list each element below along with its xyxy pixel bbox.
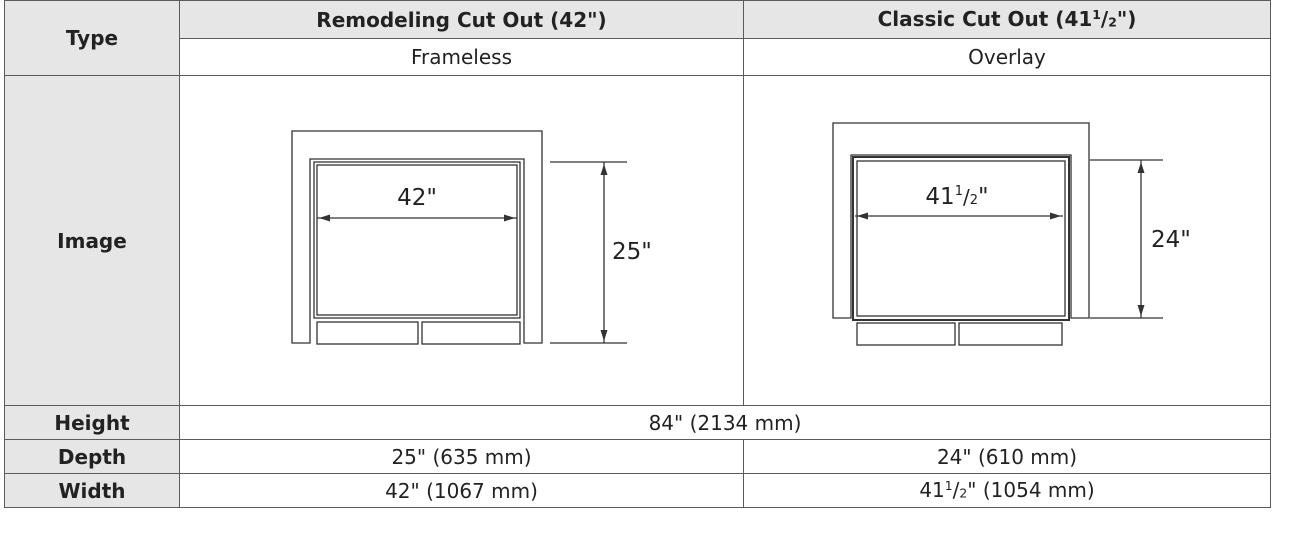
classic-header-fraction: 1/2 (1092, 7, 1117, 32)
classic-cutout-diagram: 411/2" 24" (832, 121, 1191, 346)
fraction-slash: / (963, 185, 970, 209)
type-label: Type (4, 0, 180, 76)
fraction-denominator: 2 (959, 486, 968, 502)
classic-width-whole: 41 (919, 478, 945, 503)
remodeling-header: Remodeling Cut Out (42") (179, 0, 744, 39)
classic-width-fraction: 1/2 (944, 478, 968, 503)
remodeling-depth: 25" (635 mm) (179, 439, 744, 474)
remodeling-header-text: Remodeling Cut Out (42 (316, 7, 588, 32)
remodeling-cutout-diagram: 42" 25" (290, 129, 652, 345)
width-arrow-left (857, 212, 868, 219)
width-label-suffix: " (978, 184, 989, 210)
depth-label: Depth (4, 439, 180, 474)
bottom-drawer-right (420, 320, 521, 345)
bottom-drawer-right (958, 321, 1063, 346)
height-arrow-bottom (1137, 304, 1145, 316)
width-arrow-left (318, 214, 330, 221)
outer-cabinet-frame (832, 121, 1090, 319)
cutout-inner-outline (315, 163, 518, 316)
height-arrow-top (1137, 161, 1145, 173)
classic-header: Classic Cut Out (411/2") (743, 0, 1271, 39)
height-label: Height (4, 405, 180, 440)
outer-cabinet-frame (290, 129, 543, 344)
width-label-numerator: 1 (955, 184, 963, 199)
height-arrow-top (600, 163, 607, 175)
diagram-height-label: 24" (1151, 227, 1191, 253)
classic-header-suffix: ") (1116, 7, 1137, 32)
width-arrow-right (1050, 212, 1061, 219)
cutout-inner-outline (856, 159, 1066, 317)
cutout-outer-outline (852, 155, 1070, 321)
specification-table: Type Remodeling Cut Out (42") Classic Cu… (4, 0, 1271, 508)
remodeling-header-suffix: ") (587, 7, 607, 32)
remodeling-diagram-cell: 42" 25" (179, 75, 744, 406)
cutout-outer-outline (312, 160, 521, 319)
remodeling-subtype: Frameless (179, 38, 744, 76)
fraction-denominator: 2 (1108, 15, 1117, 31)
bottom-drawer-left (315, 320, 419, 345)
height-arrow-bottom (600, 329, 607, 341)
classic-diagram-cell: 411/2" 24" (743, 75, 1271, 406)
remodeling-width: 42" (1067 mm) (179, 473, 744, 508)
diagram-width-label: 42" (397, 185, 437, 211)
bottom-drawer-left (856, 321, 956, 346)
classic-width: 411/2" (1054 mm) (743, 473, 1271, 508)
classic-header-text: Classic Cut Out (41 (877, 7, 1093, 32)
width-label-denominator: 2 (970, 193, 978, 208)
fraction-numerator: 1 (944, 478, 953, 494)
fraction-numerator: 1 (1092, 7, 1101, 23)
classic-depth: 24" (610 mm) (743, 439, 1271, 474)
diagram-width-label: 411/2" (925, 184, 988, 210)
width-label: Width (4, 473, 180, 508)
image-label: Image (4, 75, 180, 406)
width-arrow-right (503, 214, 515, 221)
width-label-whole: 41 (925, 184, 954, 210)
diagram-height-label: 25" (612, 239, 652, 265)
classic-subtype: Overlay (743, 38, 1271, 76)
classic-width-suffix: " (1054 mm) (967, 478, 1095, 503)
height-value: 84" (2134 mm) (179, 405, 1271, 440)
